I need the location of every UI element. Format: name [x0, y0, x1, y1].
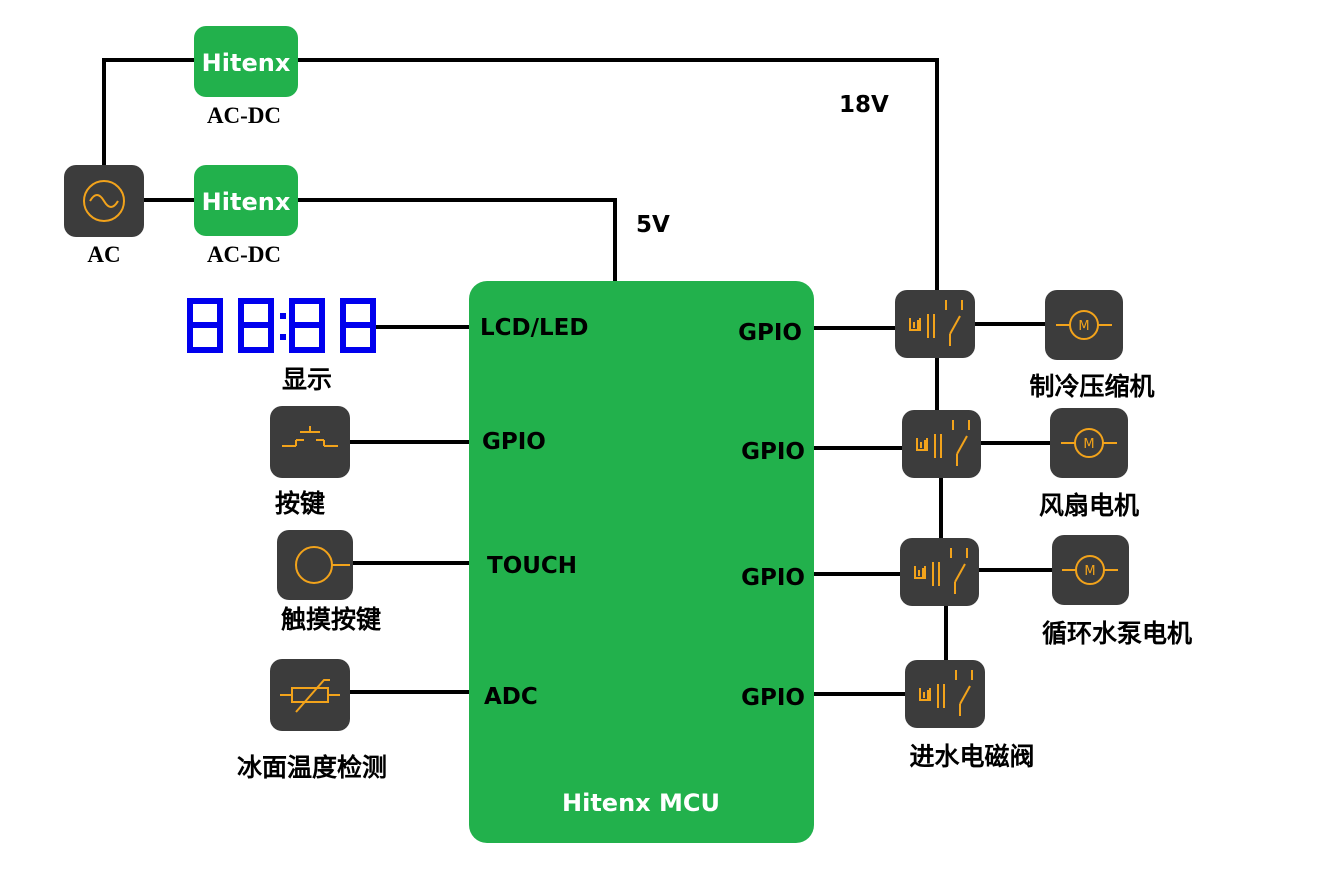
relay-1: [895, 290, 975, 358]
mcu-pin-gpio-1: GPIO: [738, 320, 802, 346]
mcu-name: Hitenx MCU: [562, 789, 720, 817]
push-button: 按键: [270, 406, 350, 518]
fan-motor-label: 风扇电机: [1039, 491, 1139, 520]
svg-text:M: M: [1078, 319, 1089, 334]
mcu-block: LCD/LED GPIO TOUCH ADC GPIO GPIO GPIO GP…: [469, 281, 814, 843]
mcu-pin-lcd-led: LCD/LED: [480, 315, 589, 341]
solenoid-valve-label: 进水电磁阀: [909, 742, 1034, 771]
pump-motor-label: 循环水泵电机: [1042, 619, 1192, 648]
svg-text:M: M: [1084, 564, 1095, 579]
touch-pad-icon: [277, 530, 353, 600]
digit-2: [238, 298, 274, 353]
motor-icon: [1052, 535, 1129, 605]
mcu-body: [469, 281, 814, 843]
button-label: 按键: [275, 489, 325, 518]
colon-top: [280, 313, 286, 319]
psu-bottom-brand: Hitenx: [202, 188, 291, 216]
psu-bottom: Hitenx AC-DC: [194, 165, 298, 267]
ac-label: AC: [87, 242, 120, 267]
compressor-label: 制冷压缩机: [1029, 372, 1154, 401]
rail-5v-label: 5V: [636, 212, 670, 238]
wires: [102, 58, 1052, 696]
rail-18v-label: 18V: [839, 92, 889, 118]
seven-segment-display: 显示: [187, 298, 376, 394]
psu-top-label: AC-DC: [207, 103, 281, 128]
digit-1: [187, 298, 223, 353]
sensor-label: 冰面温度检测: [237, 753, 387, 782]
fan-motor: M 风扇电机: [1039, 408, 1139, 520]
hitenx-logo-bottom: [194, 165, 298, 236]
hitenx-logo-top: [194, 26, 298, 97]
digit-4: [340, 298, 376, 353]
pump-motor: M 循环水泵电机: [1042, 535, 1192, 648]
relay-4: 进水电磁阀: [905, 660, 1035, 771]
compressor-motor: M 制冷压缩机: [1029, 290, 1155, 401]
mcu-pin-gpio-4: GPIO: [741, 685, 805, 711]
ac-source: AC: [64, 165, 144, 267]
relay-3: [900, 538, 979, 606]
digit-3: [289, 298, 325, 353]
colon-bottom: [280, 334, 286, 340]
mcu-pin-gpio-3: GPIO: [741, 565, 805, 591]
psu-top-brand: Hitenx: [202, 49, 291, 77]
relay-2: [902, 410, 981, 478]
svg-text:M: M: [1083, 437, 1094, 452]
mcu-pin-gpio-2: GPIO: [741, 439, 805, 465]
touch-label: 触摸按键: [281, 605, 381, 634]
touch-key: 触摸按键: [277, 530, 381, 634]
mcu-pin-touch: TOUCH: [487, 553, 577, 579]
mcu-pin-gpio-left: GPIO: [482, 429, 546, 455]
display-label: 显示: [282, 365, 332, 394]
motor-icon: [1045, 290, 1123, 360]
mcu-pin-adc: ADC: [484, 684, 538, 710]
ice-temp-sensor: 冰面温度检测: [237, 659, 387, 782]
psu-top: Hitenx AC-DC: [194, 26, 298, 128]
motor-icon: [1050, 408, 1128, 478]
psu-bottom-label: AC-DC: [207, 242, 281, 267]
push-button-icon: [270, 406, 350, 478]
